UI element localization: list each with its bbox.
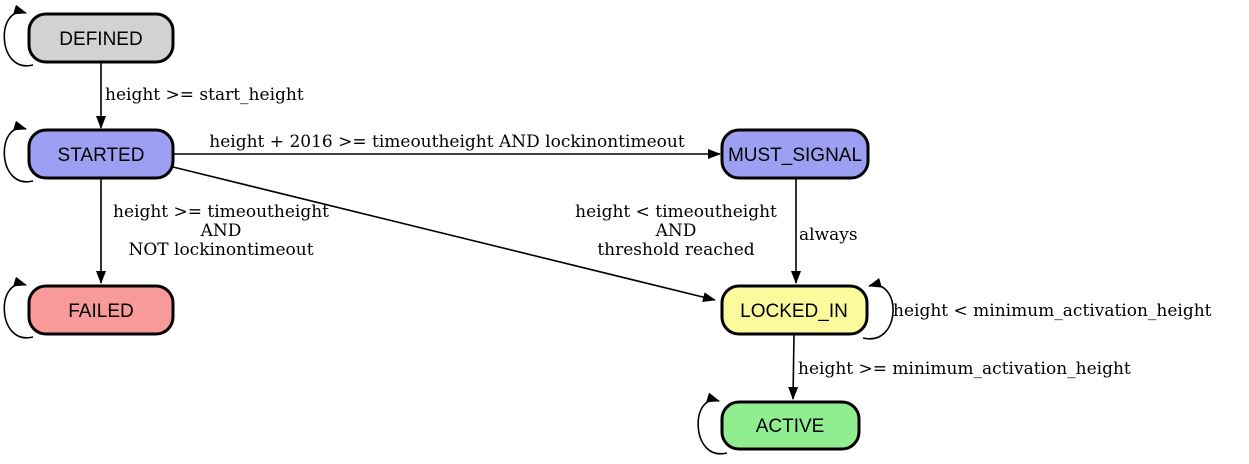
edge-label-started-to-failed: height >= timeoutheight AND NOT lockinon… — [113, 202, 329, 260]
edge-label-locked-in-to-active: height >= minimum_activation_height — [798, 359, 1131, 379]
edge-label-line: NOT lockinontimeout — [128, 240, 313, 260]
edge-label-line: threshold reached — [597, 240, 754, 260]
self-loop-locked-in — [862, 278, 894, 340]
state-node-shape — [27, 12, 175, 64]
self-loop-label-locked-in: height < minimum_activation_height — [893, 301, 1212, 321]
self-loop-active — [697, 392, 728, 455]
edge-label-must-signal-to-locked-in: always — [799, 225, 858, 245]
state-node-shape — [27, 128, 175, 180]
state-node-label: DEFINED — [59, 29, 142, 50]
state-node-locked-in: LOCKED_IN — [720, 284, 869, 336]
state-node-label: STARTED — [58, 145, 145, 166]
edge-label-line: height >= timeoutheight — [113, 202, 329, 222]
state-node-failed: FAILED — [27, 284, 175, 336]
state-node-label: ACTIVE — [756, 416, 825, 437]
state-node-shape — [27, 284, 175, 336]
edge-label-line: AND — [655, 221, 697, 241]
self-loop-failed — [3, 276, 34, 339]
state-node-label: MUST_SIGNAL — [728, 145, 862, 166]
state-node-shape — [720, 128, 870, 180]
self-loop-defined — [3, 4, 34, 67]
state-node-must-signal: MUST_SIGNAL — [720, 128, 870, 180]
edge-label-started-to-must-signal: height + 2016 >= timeoutheight AND locki… — [209, 132, 685, 152]
state-node-label: FAILED — [68, 301, 133, 322]
state-node-shape — [720, 400, 861, 451]
state-node-label: LOCKED_IN — [740, 301, 848, 322]
edge-locked-in-to-active — [788, 333, 799, 400]
edge-started-to-locked-in — [172, 166, 716, 302]
edge-label-line: AND — [200, 221, 242, 241]
state-node-started: STARTED — [27, 128, 175, 180]
edge-label-defined-to-started: height >= start_height — [105, 85, 304, 105]
state-node-shape — [720, 284, 869, 336]
edge-label-started-to-locked-in: height < timeoutheight AND threshold rea… — [575, 202, 777, 260]
edge-label-line: height < timeoutheight — [575, 202, 777, 222]
state-node-active: ACTIVE — [720, 400, 861, 451]
self-loop-started — [3, 120, 34, 183]
state-node-defined: DEFINED — [27, 12, 175, 64]
